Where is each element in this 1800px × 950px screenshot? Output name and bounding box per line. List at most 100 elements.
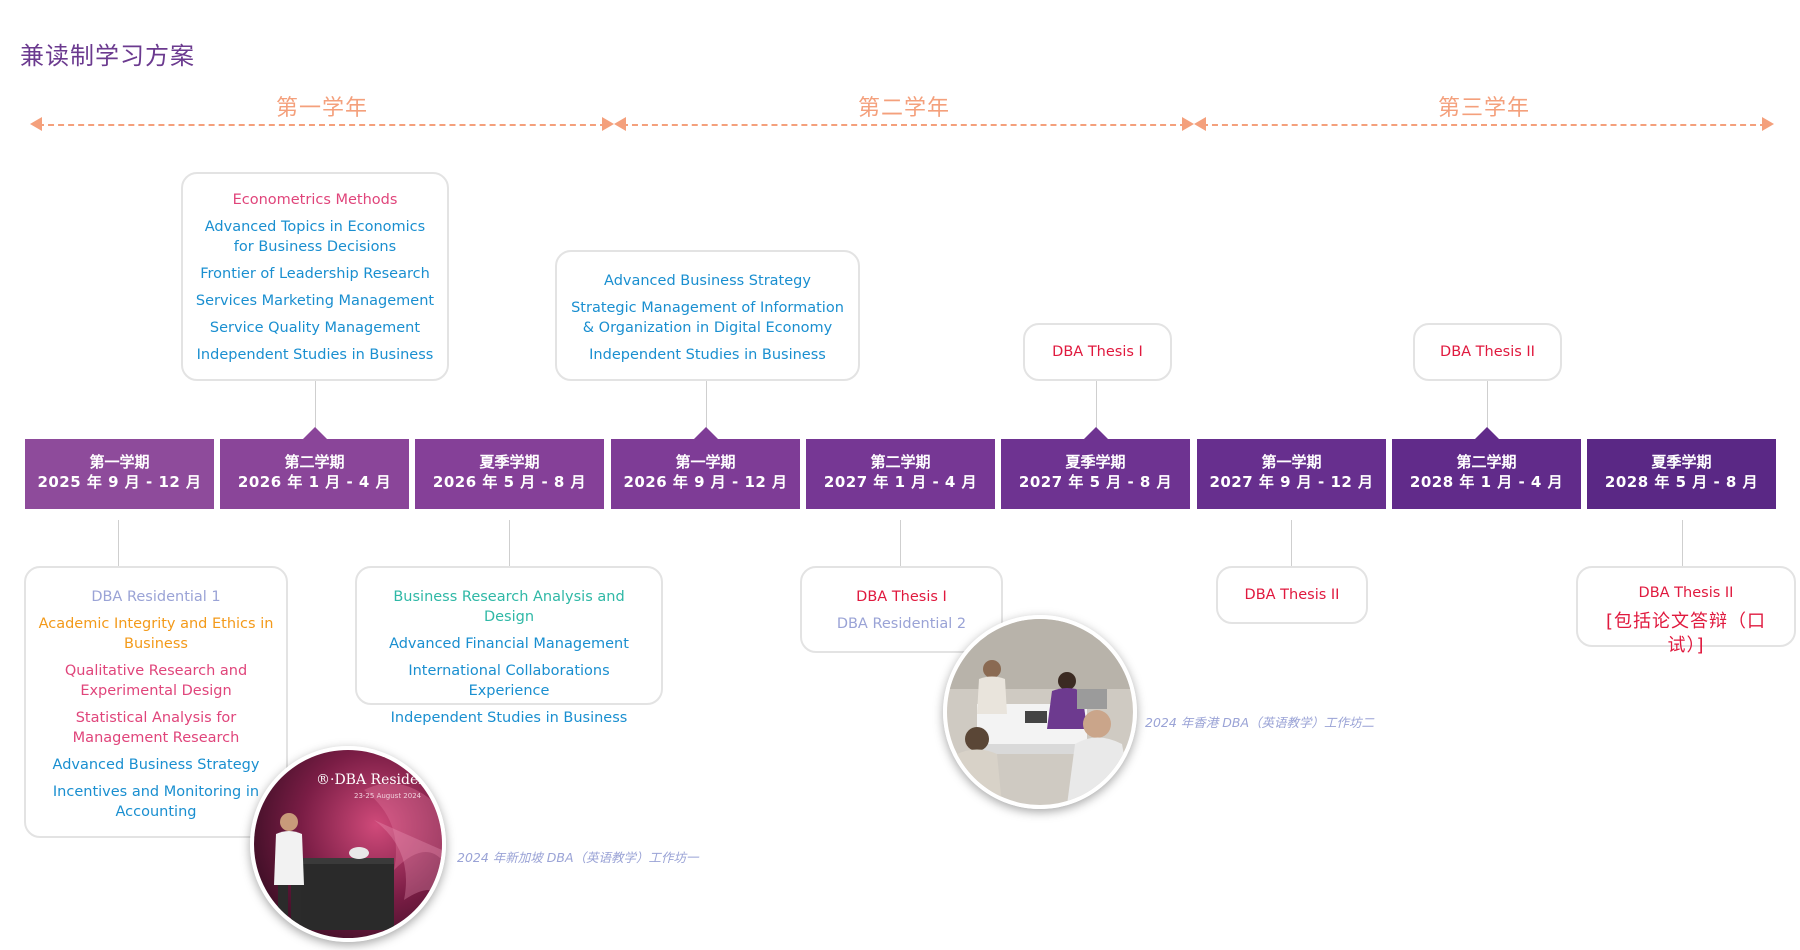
course-item: Strategic Management of Information & Or… xyxy=(571,300,844,336)
course-item: [包括论文答辩（口试）] xyxy=(1605,611,1767,656)
year-arrow-line-2 xyxy=(622,124,1186,126)
course-item: Qualitative Research and Experimental De… xyxy=(64,663,248,699)
course-item: Advanced Business Strategy xyxy=(604,273,811,289)
term-dates: 2027 年 1 月 - 4 月 xyxy=(823,473,978,491)
course-box-term-1: DBA Residential 1 Academic Integrity and … xyxy=(24,566,288,838)
term-dates: 2026 年 9 月 - 12 月 xyxy=(623,473,788,491)
course-item: Statistical Analysis for Management Rese… xyxy=(72,710,240,746)
workshop-photo-image xyxy=(947,619,1133,805)
term-box-8: 第二学期 2028 年 1 月 - 4 月 xyxy=(1392,427,1581,509)
term-name: 第二学期 xyxy=(284,453,345,471)
course-box-term-6: DBA Thesis I xyxy=(1023,323,1172,381)
hongkong-workshop-photo xyxy=(943,615,1137,809)
hongkong-photo-caption: 2024 年香港 DBA（英语教学）工作坊二 xyxy=(1145,715,1375,730)
notch-up-icon xyxy=(693,427,718,439)
course-item: Frontier of Leadership Research xyxy=(200,266,430,282)
connector-line xyxy=(118,520,119,568)
term-box-1: 第一学期 2025 年 9 月 - 12 月 xyxy=(25,439,214,509)
course-item: Services Marketing Management xyxy=(195,293,435,309)
singapore-workshop-photo: ®·DBA Residentia 23-25 August 2024 xyxy=(250,746,446,942)
connector-line xyxy=(1487,381,1488,431)
connector-line xyxy=(706,381,707,431)
course-item: Service Quality Management xyxy=(209,320,421,336)
year-band-3: 第三学年 xyxy=(1194,90,1774,134)
year-band-1: 第一学年 xyxy=(30,90,614,134)
term-dates: 2028 年 5 月 - 8 月 xyxy=(1604,473,1759,491)
term-box-7: 第一学期 2027 年 9 月 - 12 月 xyxy=(1197,439,1386,509)
connector-line xyxy=(1682,520,1683,568)
arrow-right-icon xyxy=(1762,117,1774,131)
arrow-left-icon xyxy=(30,117,42,131)
course-item: DBA Thesis II xyxy=(1440,344,1535,360)
course-box-term-9: DBA Thesis II [包括论文答辩（口试）] xyxy=(1576,566,1796,656)
course-item: Academic Integrity and Ethics in Busines… xyxy=(38,616,274,652)
connector-line xyxy=(900,520,901,568)
course-item: DBA Residential 1 xyxy=(91,589,221,605)
connector-line xyxy=(509,520,510,568)
course-item: DBA Thesis II xyxy=(1244,587,1340,603)
workshop-photo-image: ®·DBA Residentia 23-25 August 2024 xyxy=(254,750,442,938)
banner-sub: 23-25 August 2024 xyxy=(354,792,422,800)
notch-up-icon xyxy=(1474,427,1499,439)
term-box-4: 第一学期 2026 年 9 月 - 12 月 xyxy=(611,427,800,509)
arrow-right-icon xyxy=(602,117,614,131)
course-box-term-8: DBA Thesis II xyxy=(1413,323,1562,381)
term-box-2: 第二学期 2026 年 1 月 - 4 月 xyxy=(220,427,409,509)
course-box-term-5: DBA Thesis I DBA Residential 2 xyxy=(800,566,1003,653)
year-arrow-line-3 xyxy=(1202,124,1766,126)
term-dates: 2027 年 9 月 - 12 月 xyxy=(1209,473,1374,491)
connector-line xyxy=(315,381,316,431)
arrow-left-icon xyxy=(614,117,626,131)
term-name: 第二学期 xyxy=(1456,453,1517,471)
page-title: 兼读制学习方案 xyxy=(20,42,195,70)
arrow-right-icon xyxy=(1182,117,1194,131)
notch-up-icon xyxy=(1083,427,1108,439)
term-dates: 2025 年 9 月 - 12 月 xyxy=(37,473,202,491)
connector-line xyxy=(1096,381,1097,431)
course-item: Incentives and Monitoring in Accounting xyxy=(52,784,260,820)
year-arrow-line-1 xyxy=(38,124,606,126)
course-item: DBA Thesis I xyxy=(1052,344,1143,360)
term-name: 夏季学期 xyxy=(1065,453,1126,471)
banner-text: ®·DBA Residentia xyxy=(316,772,442,788)
year-label-3: 第三学年 xyxy=(1437,96,1530,121)
year-band-2: 第二学年 xyxy=(614,90,1194,134)
term-name: 第一学期 xyxy=(675,453,736,471)
course-item: Independent Studies in Business xyxy=(196,347,434,363)
term-box-9: 夏季学期 2028 年 5 月 - 8 月 xyxy=(1587,439,1776,509)
notch-up-icon xyxy=(302,427,327,439)
course-item: Advanced Financial Management xyxy=(389,636,629,652)
course-item: Business Research Analysis and Design xyxy=(393,589,625,625)
year-label-1: 第一学年 xyxy=(275,96,368,121)
term-box-3: 夏季学期 2026 年 5 月 - 8 月 xyxy=(415,439,604,509)
course-item: Econometrics Methods xyxy=(232,192,398,208)
term-name: 第一学期 xyxy=(1261,453,1322,471)
term-name: 第二学期 xyxy=(870,453,931,471)
term-dates: 2028 年 1 月 - 4 月 xyxy=(1409,473,1564,491)
singapore-photo-caption: 2024 年新加坡 DBA（英语教学）工作坊一 xyxy=(457,850,699,865)
year-label-2: 第二学年 xyxy=(857,96,950,121)
course-item: Independent Studies in Business xyxy=(390,710,628,726)
term-box-6: 夏季学期 2027 年 5 月 - 8 月 xyxy=(1001,427,1190,509)
term-dates: 2026 年 1 月 - 4 月 xyxy=(237,473,392,491)
term-name: 夏季学期 xyxy=(1651,453,1712,471)
course-box-term-7: DBA Thesis II xyxy=(1216,566,1368,624)
arrow-left-icon xyxy=(1194,117,1206,131)
term-name: 第一学期 xyxy=(89,453,150,471)
term-box-5: 第二学期 2027 年 1 月 - 4 月 xyxy=(806,439,995,509)
course-item: DBA Residential 2 xyxy=(836,616,967,632)
course-item: DBA Thesis II xyxy=(1638,585,1734,601)
course-item: International Collaborations Experience xyxy=(408,663,610,699)
connector-line xyxy=(1291,520,1292,568)
term-dates: 2027 年 5 月 - 8 月 xyxy=(1018,473,1173,491)
course-item: Advanced Business Strategy xyxy=(52,757,260,773)
course-item: Independent Studies in Business xyxy=(589,347,826,363)
course-item: DBA Thesis I xyxy=(856,589,947,605)
term-name: 夏季学期 xyxy=(479,453,540,471)
term-dates: 2026 年 5 月 - 8 月 xyxy=(432,473,587,491)
course-item: Advanced Topics in Economics for Busines… xyxy=(204,219,426,255)
